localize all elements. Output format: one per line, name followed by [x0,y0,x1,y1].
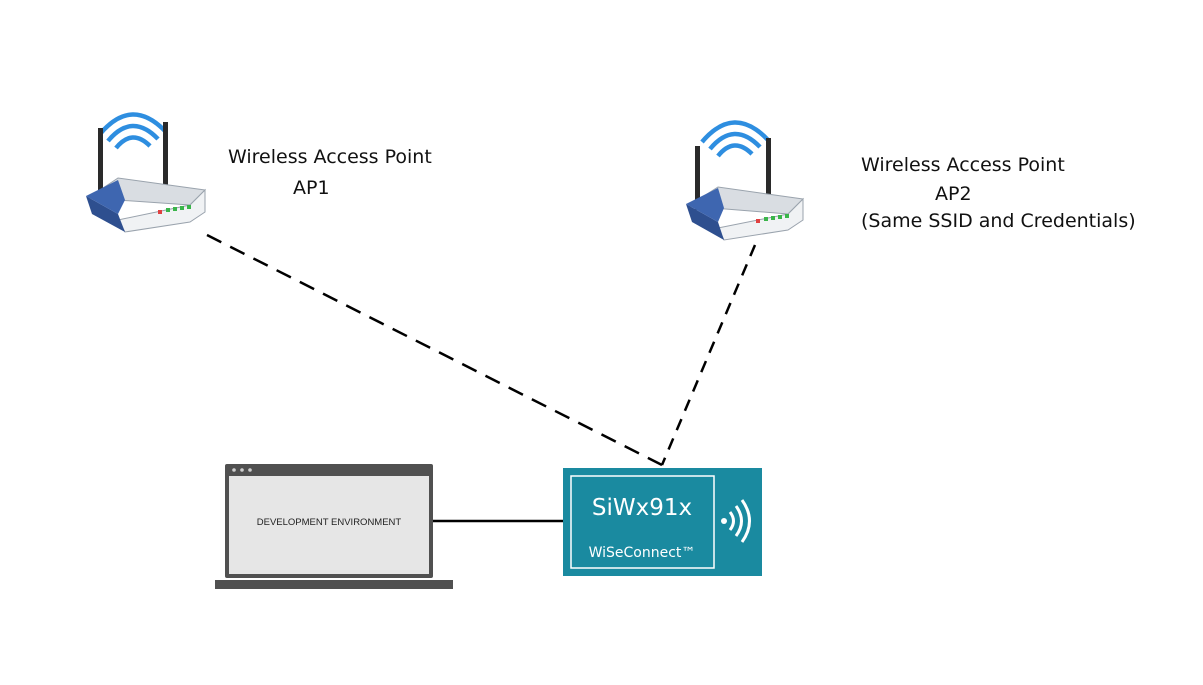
wifi-router-icon-ap1 [86,112,207,233]
wifi-router-icon-ap2 [686,120,805,241]
module-subtitle: WiSeConnect™ [589,545,696,561]
ap1-name-label: AP1 [293,177,330,199]
wireless-signal-icon [721,499,751,543]
ap2-note-label: (Same SSID and Credentials) [861,210,1136,232]
laptop-screen-text: DEVELOPMENT ENVIRONMENT [257,517,402,528]
siwx91x-module: SiWx91x WiSeConnect™ [563,468,762,576]
ap1-title-label: Wireless Access Point [228,146,432,168]
laptop-icon: DEVELOPMENT ENVIRONMENT [215,464,453,589]
wireless-link-ap2 [660,244,757,466]
wireless-link-ap1 [206,233,663,467]
ap2-title-label: Wireless Access Point [861,154,1065,176]
module-title: SiWx91x [592,495,692,521]
ap2-name-label: AP2 [935,183,972,205]
